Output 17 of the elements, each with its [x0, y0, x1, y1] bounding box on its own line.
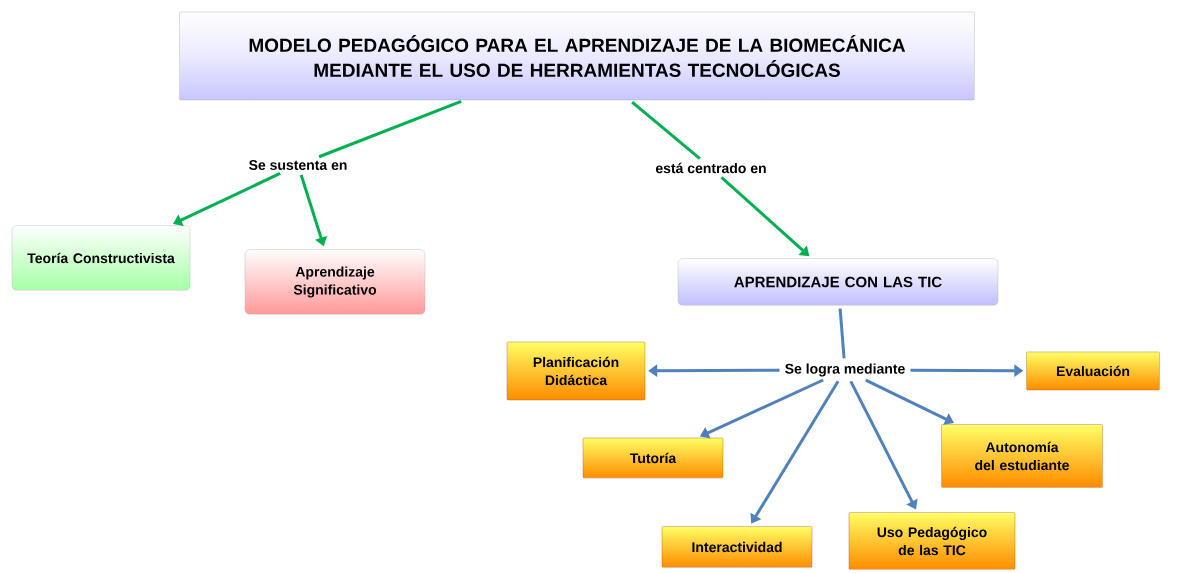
concept-box: Uso Pedagógico de las TIC [848, 512, 1016, 570]
linking-phrase: está centrado en [653, 160, 769, 176]
concept-box: Tutoría [582, 437, 724, 479]
linking-phrase: Se sustenta en [246, 158, 350, 172]
concept-box: Planificación Didáctica [506, 341, 646, 401]
arrow [750, 380, 840, 524]
arrow [865, 378, 954, 425]
concept-box: Evaluación [1026, 351, 1160, 391]
concept-box: Teoría Constructivista [11, 225, 191, 291]
concept-box: Interactividad [661, 526, 813, 568]
linking-phrase: Se logra mediante [782, 361, 908, 379]
concept-box: APRENDIZAJE CON LAS TIC [677, 258, 999, 306]
concept-box: Autonomía del estudiante [941, 424, 1103, 488]
arrow [720, 176, 810, 257]
concept-box: Aprendizaje Significativo [244, 249, 426, 315]
arrow [173, 172, 281, 226]
title-box: MODELO PEDAGÓGICO PARA EL APRENDIZAJE DE LA BIOMECÁNICA MEDIANTE EL USO DE HERRAMIENTAS TECNOLÓGICAS [179, 11, 975, 101]
